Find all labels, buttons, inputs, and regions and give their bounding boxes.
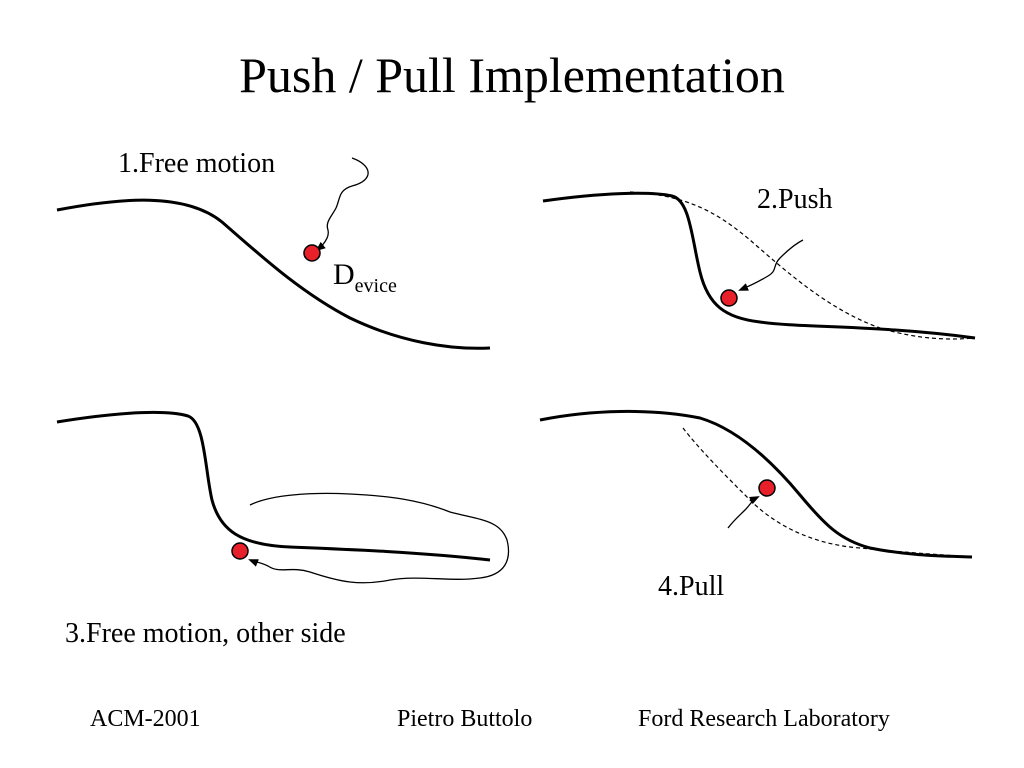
device-label-main: D bbox=[333, 258, 355, 291]
surface-curve bbox=[56, 410, 491, 562]
device-dot bbox=[303, 244, 321, 262]
device-label-sub: evice bbox=[354, 275, 397, 297]
panel-label-pull: 4.Pull bbox=[658, 571, 725, 602]
device-label: Device bbox=[333, 257, 397, 297]
motion-path bbox=[315, 157, 369, 252]
slide-title: Push / Pull Implementation bbox=[239, 47, 785, 103]
panel-push bbox=[542, 191, 976, 340]
panel-label-push: 2.Push bbox=[757, 184, 833, 215]
footer-left: ACM-2001 bbox=[90, 706, 201, 732]
pushed-surface bbox=[542, 191, 976, 340]
panel-pull bbox=[539, 409, 973, 559]
original-surface-dashed bbox=[682, 427, 973, 558]
footer-center: Pietro Buttolo bbox=[397, 706, 533, 732]
footer-right: Ford Research Laboratory bbox=[638, 706, 890, 732]
device-dot bbox=[720, 289, 738, 307]
motion-loop-path bbox=[248, 492, 510, 584]
panel-free-motion bbox=[56, 157, 491, 350]
device-dot bbox=[231, 542, 249, 560]
motion-path bbox=[738, 239, 804, 291]
panel-label-free-motion-other-side: 3.Free motion, other side bbox=[65, 618, 346, 649]
motion-path bbox=[727, 496, 760, 529]
device-dot bbox=[758, 479, 776, 497]
panel-free-motion-other-side bbox=[56, 410, 510, 584]
pulled-surface bbox=[539, 409, 973, 559]
surface-curve bbox=[56, 198, 491, 350]
original-surface-dashed bbox=[629, 191, 976, 340]
panel-label-free-motion: 1.Free motion bbox=[118, 148, 276, 179]
